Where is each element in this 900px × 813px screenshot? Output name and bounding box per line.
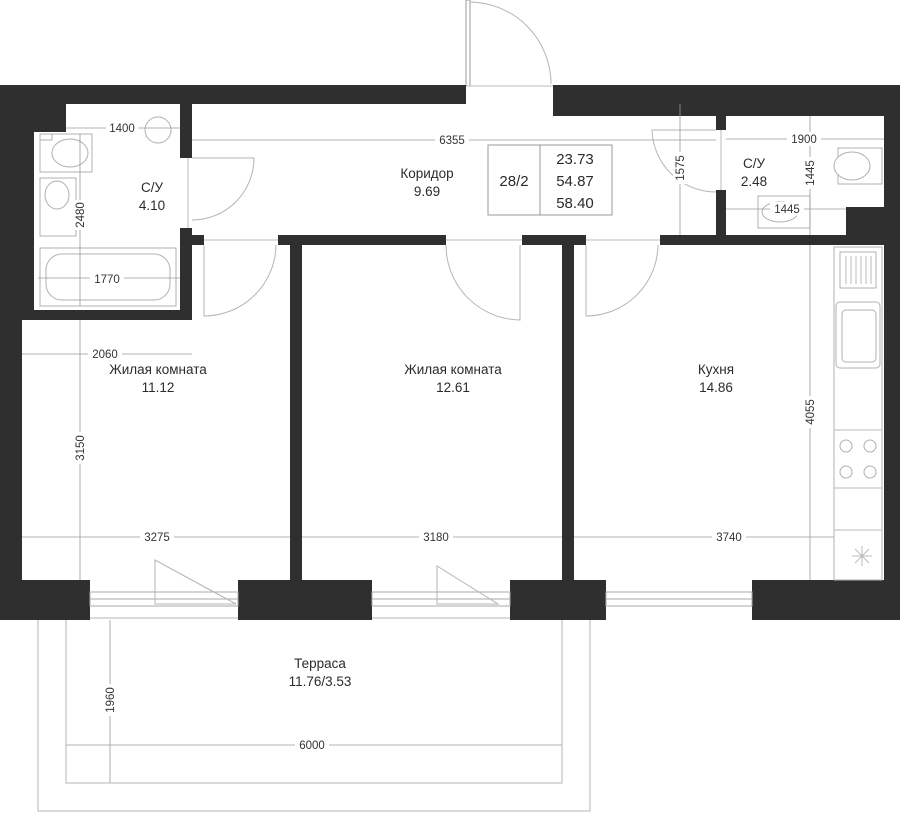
corridor-name: Коридор bbox=[400, 166, 453, 181]
dim-terrace-depth: 1960 bbox=[105, 687, 117, 713]
apartment-number: 28/2 bbox=[499, 173, 528, 190]
dim-bath2-width: 1900 bbox=[791, 134, 817, 146]
terrace-name: Терраса bbox=[294, 656, 346, 671]
dim-bath2-sink: 1445 bbox=[774, 204, 800, 216]
dim-bath1-tub: 1770 bbox=[94, 274, 120, 286]
corridor-area: 9.69 bbox=[414, 184, 440, 199]
area-total-with-terrace: 58.40 bbox=[556, 195, 594, 212]
dim-kitchen-width: 3740 bbox=[716, 532, 742, 544]
dim-kitchen-height: 4055 bbox=[805, 399, 817, 425]
dim-corridor-length: 6355 bbox=[439, 135, 465, 147]
terrace-outline bbox=[37, 617, 591, 812]
living1-area: 11.12 bbox=[142, 380, 175, 395]
interior-doors bbox=[187, 129, 722, 321]
dim-living1-height: 3150 bbox=[75, 435, 87, 461]
living2-area: 12.61 bbox=[436, 380, 470, 395]
kitchen-area: 14.86 bbox=[699, 380, 733, 395]
area-total: 54.87 bbox=[556, 173, 594, 190]
bath1-fixtures bbox=[39, 116, 177, 307]
windows bbox=[89, 559, 753, 607]
walls bbox=[0, 85, 900, 620]
bath1-area: 4.10 bbox=[139, 198, 165, 213]
kitchen-fixtures bbox=[833, 246, 883, 581]
entrance-door bbox=[465, 0, 553, 87]
dim-corridor-depth: 1575 bbox=[675, 155, 687, 181]
dim-living1-width-top: 2060 bbox=[92, 349, 118, 361]
kitchen-name: Кухня bbox=[698, 362, 734, 377]
bath2-name: С/У bbox=[743, 156, 766, 171]
bath2-area: 2.48 bbox=[741, 174, 767, 189]
dim-bath1-width-top: 1400 bbox=[109, 123, 135, 135]
dimension-labels: 1400 2480 1770 6355 1575 1900 1445 1445 … bbox=[73, 121, 821, 752]
dim-living1-width: 3275 bbox=[144, 532, 170, 544]
apartment-info-box bbox=[487, 144, 613, 216]
dim-bath1-height: 2480 bbox=[75, 202, 87, 228]
dim-terrace-width: 6000 bbox=[299, 740, 325, 752]
living2-name: Жилая комната bbox=[404, 362, 502, 377]
living1-name: Жилая комната bbox=[109, 362, 207, 377]
area-living: 23.73 bbox=[556, 151, 594, 168]
dim-living2-width: 3180 bbox=[423, 532, 449, 544]
bath1-name: С/У bbox=[141, 180, 164, 195]
terrace-area: 11.76/3.53 bbox=[289, 674, 352, 689]
dim-bath2-height: 1445 bbox=[805, 160, 817, 186]
